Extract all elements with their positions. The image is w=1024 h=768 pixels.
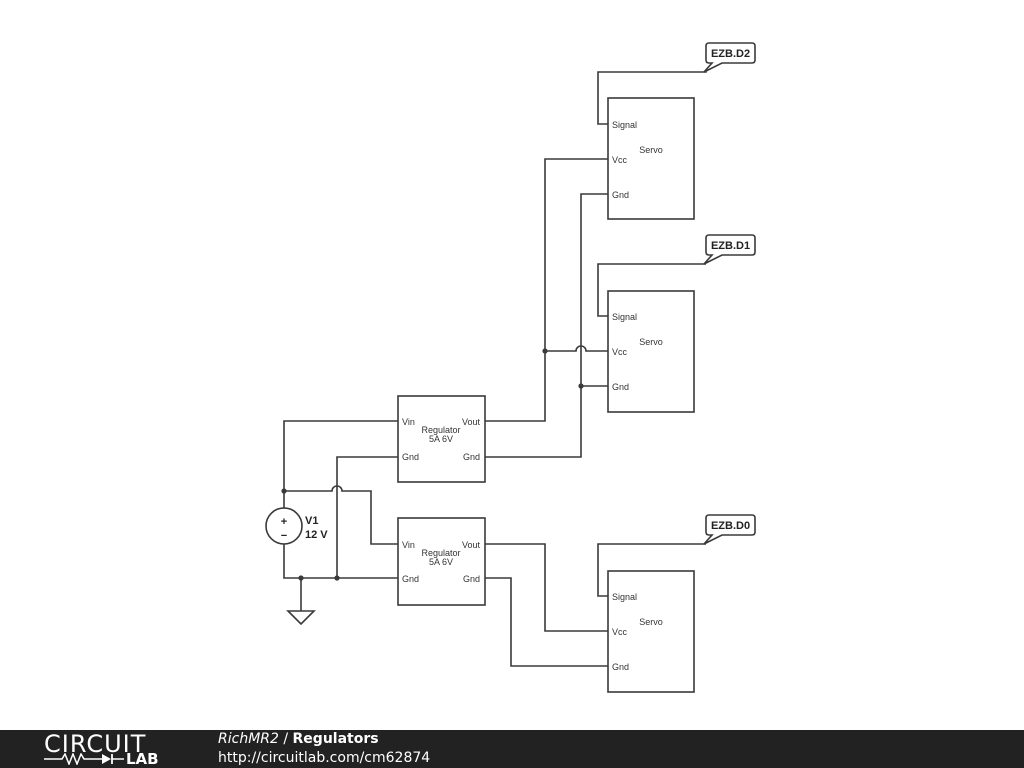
- net-label-text: EZB.D2: [711, 48, 750, 60]
- net-label-ezb-d1[interactable]: EZB.D1: [703, 234, 756, 265]
- servo-pin-signal: Signal: [612, 120, 637, 130]
- wire-reg1-gnd-to-bus: [336, 456, 398, 578]
- regulator-pin-vin: Vin: [402, 417, 415, 427]
- regulator-pin-vout: Vout: [462, 540, 481, 550]
- ground-symbol-icon: [286, 610, 316, 626]
- net-label-ezb-d2[interactable]: EZB.D2: [703, 42, 756, 73]
- footer-bar: CIRCUIT LAB RichMR2 / Regulators http://…: [0, 730, 1024, 768]
- net-label-ezb-d0[interactable]: EZB.D0: [703, 514, 756, 545]
- wire-reg1-vout-rail: [485, 158, 608, 422]
- voltage-source-v1[interactable]: + − V1 12 V: [265, 507, 328, 545]
- logo-text-top: CIRCUIT: [44, 730, 147, 758]
- junction-dot: [542, 348, 548, 354]
- regulator-title: Regulator: [421, 548, 460, 558]
- circuit-title: Regulators: [292, 731, 379, 747]
- junction-dot: [334, 575, 340, 581]
- net-label-text: EZB.D1: [711, 240, 750, 252]
- servo-d1[interactable]: Signal Servo Vcc Gnd: [607, 290, 695, 413]
- servo-pin-vcc: Vcc: [612, 627, 628, 637]
- servo-d0[interactable]: Signal Servo Vcc Gnd: [607, 570, 695, 693]
- servo-pin-gnd: Gnd: [612, 382, 629, 392]
- logo-waveform-diode-icon: [44, 753, 124, 765]
- wire-vcc-to-servo-d1: [545, 345, 608, 352]
- net-label-flag-icon: [703, 42, 756, 73]
- regulator-rating: 5A 6V: [429, 434, 453, 444]
- servo-pin-signal: Signal: [612, 312, 637, 322]
- wire-reg2-vout-to-servo-d0: [485, 543, 608, 632]
- net-label-flag-icon: [703, 514, 756, 545]
- wire-v1-to-reg1-vin: [283, 420, 398, 508]
- servo-title: Servo: [639, 337, 663, 347]
- wire-reg1-gnd-rail: [485, 193, 608, 458]
- regulator-pin-gnd-out: Gnd: [463, 452, 480, 462]
- wire-v1-to-ground-bus: [283, 544, 398, 579]
- breadcrumb-separator: /: [278, 731, 293, 747]
- regulator-top[interactable]: Vin Vout Regulator 5A 6V Gnd Gnd: [397, 395, 486, 483]
- regulator-pin-vout: Vout: [462, 417, 481, 427]
- servo-body: [607, 97, 695, 220]
- source-name: V1: [305, 515, 318, 527]
- regulator-rating: 5A 6V: [429, 557, 453, 567]
- logo-text-bottom: LAB: [126, 750, 159, 768]
- source-minus-sign: −: [281, 530, 287, 542]
- source-value: 12 V: [305, 529, 328, 541]
- servo-d2[interactable]: Signal Servo Vcc Gnd: [607, 97, 695, 220]
- voltage-source-circle-icon: [265, 507, 303, 545]
- wires: [283, 71, 707, 667]
- servo-pin-gnd: Gnd: [612, 190, 629, 200]
- wire-reg2-gnd-to-servo-d0: [485, 577, 608, 667]
- servo-pin-gnd: Gnd: [612, 662, 629, 672]
- breadcrumb: RichMR2 / Regulators: [218, 730, 430, 749]
- regulator-pin-gnd-out: Gnd: [463, 574, 480, 584]
- regulator-body: [397, 395, 486, 483]
- footer-text: RichMR2 / Regulators http://circuitlab.c…: [218, 730, 430, 768]
- servo-body: [607, 570, 695, 693]
- regulator-pin-gnd-in: Gnd: [402, 452, 419, 462]
- net-label-text: EZB.D0: [711, 520, 750, 532]
- author-link[interactable]: RichMR2: [218, 731, 279, 747]
- junction-dot: [578, 383, 584, 389]
- source-plus-sign: +: [281, 516, 287, 528]
- regulator-body: [397, 517, 486, 606]
- junction-dot: [298, 575, 304, 581]
- circuitlab-logo[interactable]: CIRCUIT LAB: [38, 730, 178, 768]
- circuit-schematic: + − V1 12 V Vin Vout Regulator 5A 6V Gnd…: [265, 42, 756, 693]
- regulator-pin-gnd-in: Gnd: [402, 574, 419, 584]
- circuit-url[interactable]: http://circuitlab.com/cm62874: [218, 750, 431, 766]
- regulator-pin-vin: Vin: [402, 540, 415, 550]
- servo-pin-vcc: Vcc: [612, 155, 628, 165]
- wire-signal-d1: [597, 263, 706, 317]
- regulator-bottom[interactable]: Vin Vout Regulator 5A 6V Gnd Gnd: [397, 517, 486, 606]
- wire-v1-to-reg2-vin: [284, 485, 398, 545]
- wire-signal-d0: [597, 543, 706, 597]
- junctions: [281, 348, 584, 581]
- servo-pin-signal: Signal: [612, 592, 637, 602]
- junction-dot: [281, 488, 287, 494]
- regulator-title: Regulator: [421, 425, 460, 435]
- servo-pin-vcc: Vcc: [612, 347, 628, 357]
- servo-title: Servo: [639, 145, 663, 155]
- servo-title: Servo: [639, 617, 663, 627]
- net-label-flag-icon: [703, 234, 756, 265]
- servo-body: [607, 290, 695, 413]
